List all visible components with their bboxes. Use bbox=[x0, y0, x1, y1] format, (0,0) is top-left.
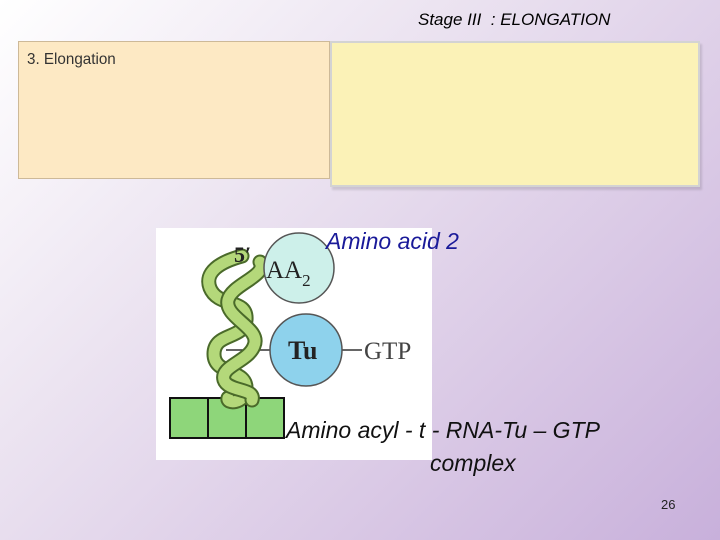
amino-acid-label: Amino acid 2 bbox=[326, 228, 459, 254]
step-label: 3. Elongation bbox=[27, 51, 116, 68]
codon-box-1 bbox=[169, 397, 209, 439]
tu-label: Tu bbox=[288, 336, 317, 365]
highlight-panel bbox=[330, 41, 700, 187]
page-number: 26 bbox=[661, 497, 676, 512]
trna-diagram: 5′ AA2 Tu GTP bbox=[156, 228, 432, 460]
step-panel: 3. Elongation bbox=[18, 41, 330, 179]
aa-label: AA2 bbox=[266, 257, 311, 290]
five-prime-label: 5′ bbox=[234, 242, 251, 267]
amino-acid-circle bbox=[263, 232, 335, 304]
complex-label: Amino acyl - t - RNA-Tu – GTP complex bbox=[286, 414, 696, 480]
tu-circle bbox=[269, 313, 343, 387]
complex-label-line2: complex bbox=[430, 450, 516, 476]
gtp-label: GTP bbox=[364, 338, 411, 365]
slide-title: Stage III : ELONGATION bbox=[418, 10, 611, 29]
complex-label-line1: Amino acyl - t - RNA-Tu – GTP bbox=[286, 417, 600, 443]
trna-strand bbox=[201, 248, 269, 410]
